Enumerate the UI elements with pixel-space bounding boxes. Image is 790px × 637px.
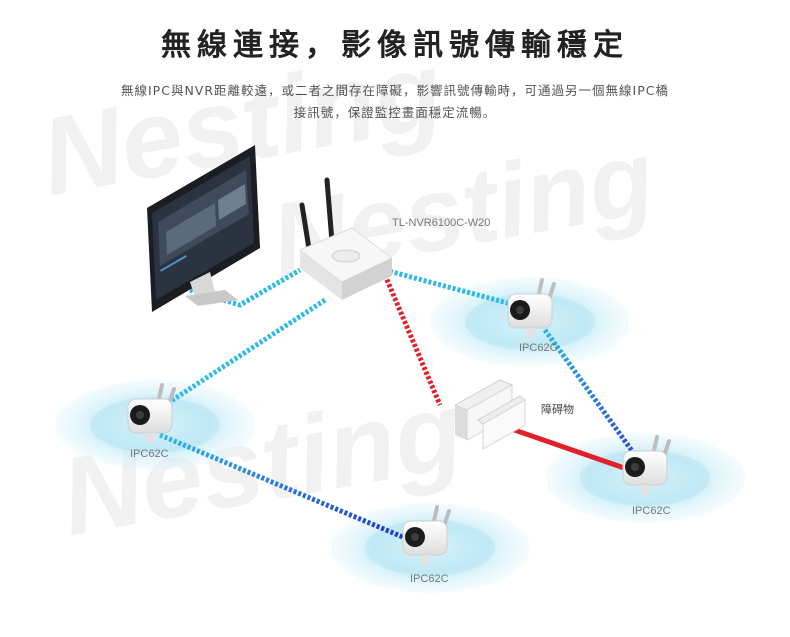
nvr-device xyxy=(299,177,393,300)
camera-icon xyxy=(507,278,556,338)
monitor xyxy=(147,145,260,312)
description-line-1: 無線IPC與NVR距離較遠，或二者之間存在障礙，影響訊號傳輸時，可通過另一個無線… xyxy=(121,83,669,98)
obstacle xyxy=(453,379,526,450)
camera-label: IPC62C xyxy=(410,573,449,585)
link-camera-bridge xyxy=(542,328,638,457)
camera-icon xyxy=(127,383,176,443)
link-nvr-camera-left xyxy=(163,297,327,408)
nvr-label: TL-NVR6100C-W20 xyxy=(392,217,491,229)
link-blocked xyxy=(382,274,631,473)
description-line-2: 接訊號，保證監控畫面穩定流暢。 xyxy=(293,105,497,120)
description: 無線IPC與NVR距離較遠，或二者之間存在障礙，影響訊號傳輸時，可通過另一個無線… xyxy=(90,80,700,124)
obstacle-label: 障碍物 xyxy=(541,404,574,416)
camera-icon xyxy=(402,505,451,565)
link-nvr-camera-right xyxy=(384,267,516,308)
link-camera-left-bottom xyxy=(159,432,411,543)
page-title: 無線連接，影像訊號傳輸穩定 xyxy=(161,28,629,63)
camera-icon xyxy=(622,435,671,495)
camera-label: IPC62C xyxy=(519,342,558,354)
camera-label: IPC62C xyxy=(130,448,169,460)
camera-label: IPC62C xyxy=(632,505,671,517)
